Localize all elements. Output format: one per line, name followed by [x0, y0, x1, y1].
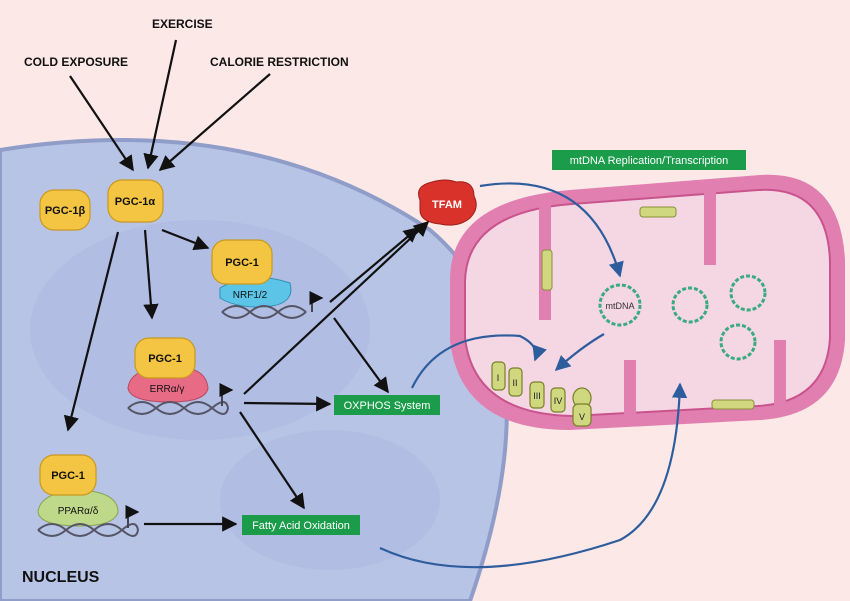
pgc1-ppar-label: PGC-1 — [51, 470, 85, 482]
pgc1-err-label: PGC-1 — [148, 353, 182, 365]
pgc1a-protein: PGC-1α — [107, 179, 164, 223]
pgc1a-arrows — [63, 228, 210, 432]
complex-label: IV — [554, 396, 563, 406]
oxphos-box: OXPHOS System — [334, 395, 440, 415]
membrane-complexes — [541, 206, 755, 410]
etc-complex-labels: I II III IV V — [497, 373, 585, 422]
stimulus-arrows — [69, 39, 271, 172]
stimulus-cold: COLD EXPOSURE — [24, 55, 128, 69]
ppar-complex: PGC-1 PPARα/δ — [37, 454, 140, 537]
complex-label: V — [579, 412, 585, 422]
pgc1b-label: PGC-1β — [45, 205, 86, 217]
ppar-label: PPARα/δ — [58, 506, 99, 517]
nucleus-shade — [220, 430, 440, 570]
tfam-label: TFAM — [432, 199, 462, 211]
complex-label: I — [497, 373, 500, 383]
oxphos-label: OXPHOS System — [344, 400, 431, 412]
nucleus-shade — [30, 220, 370, 440]
gene-arrows — [144, 220, 430, 532]
fao-label: Fatty Acid Oxidation — [252, 520, 350, 532]
pgc1-nrf-label: PGC-1 — [225, 257, 259, 269]
stimulus-calorie: CALORIE RESTRICTION — [210, 55, 349, 69]
tfam-protein: TFAM — [418, 179, 477, 226]
complex-label: II — [512, 378, 517, 388]
nrf-label: NRF1/2 — [233, 290, 268, 301]
etc-complexes — [491, 361, 592, 427]
mtdna-rep-label: mtDNA Replication/Transcription — [570, 155, 729, 167]
mtdna-label: mtDNA — [606, 301, 635, 311]
mtdna-rep-box: mtDNA Replication/Transcription — [552, 150, 746, 170]
err-complex: PGC-1 ERRα/γ — [127, 337, 234, 415]
fao-box: Fatty Acid Oxidation — [242, 515, 360, 535]
complex-label: III — [533, 391, 541, 401]
mtdna-circles — [598, 274, 767, 361]
pgc1b-protein: PGC-1β — [39, 189, 91, 231]
pgc1a-label: PGC-1α — [115, 196, 156, 208]
stimulus-exercise: EXERCISE — [152, 17, 213, 31]
err-label: ERRα/γ — [150, 384, 185, 395]
nrf-complex: PGC-1 NRF1/2 — [211, 239, 324, 319]
mito-arrows — [379, 182, 688, 569]
nucleus-label: NUCLEUS — [22, 569, 100, 586]
